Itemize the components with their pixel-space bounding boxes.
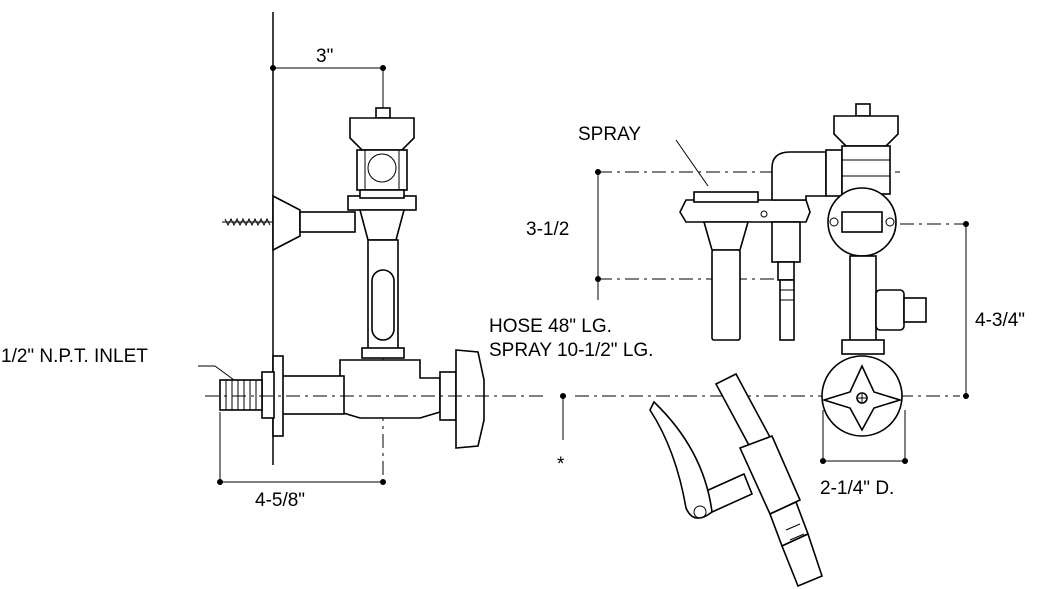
valve-body [219, 349, 485, 449]
spray-leader [675, 139, 709, 187]
upper-flange [347, 189, 417, 241]
dimension-bottom [217, 412, 386, 485]
wall-bracket [222, 194, 356, 252]
front-flange [827, 187, 897, 257]
spray-holder [679, 191, 811, 341]
dim-top-label: 3" [316, 46, 333, 67]
center-annotations: * HOSE 48" LG. SPRAY 10-1/2" LG. [489, 316, 960, 475]
elbow [771, 149, 843, 201]
hose-connector [771, 221, 801, 341]
asterisk: * [557, 454, 565, 475]
front-top-handle [833, 103, 899, 195]
dim-right-height-label: 4-3/4" [975, 310, 1025, 331]
dimension-handle [820, 410, 908, 464]
dimension-right-height [900, 221, 969, 399]
front-view: SPRAY 3-1/2 [526, 103, 1025, 499]
front-lower-handle [821, 355, 903, 437]
dim-spray-height-label: 3-1/2 [526, 219, 569, 240]
inlet-label: 1/2" N.P.T. INLET [1, 346, 148, 367]
top-handle [349, 107, 415, 191]
dim-handle-label: 2-1/4" D. [820, 478, 894, 499]
spray-gun [649, 372, 823, 588]
hose-label-line2: SPRAY 10-1/2" LG. [489, 340, 653, 361]
front-riser [841, 255, 927, 355]
dim-bottom-label: 4-5/8" [255, 490, 305, 511]
dimension-top [270, 65, 386, 110]
spray-label: SPRAY [578, 124, 641, 145]
inlet-leader [214, 365, 235, 381]
riser-pipe [361, 239, 405, 359]
hose-label-line1: HOSE 48" LG. [489, 316, 612, 337]
side-view: 3" [1, 12, 545, 511]
